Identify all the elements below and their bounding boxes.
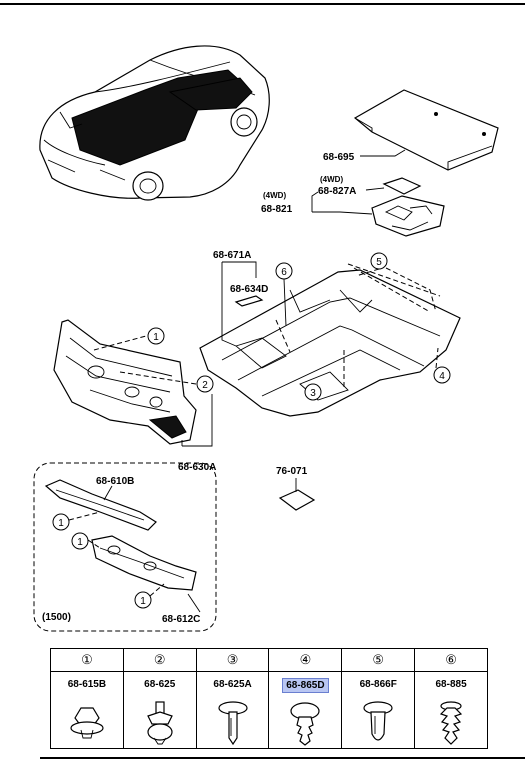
legend-num-3: ③ [195, 648, 270, 672]
callout-1-inset-a-text: 1 [58, 518, 64, 529]
label-68-630a: 68-630A [178, 462, 216, 473]
callout-1-dash-text: 1 [153, 332, 159, 343]
part-code-68-865d[interactable]: 68-865D [282, 678, 329, 693]
inset-1500-box [33, 462, 217, 632]
part-code-68-885[interactable]: 68-885 [435, 679, 467, 690]
christmas-tree-clip-icon [439, 701, 463, 745]
callout-1-inset-a [52, 513, 70, 531]
callout-4-text: 4 [439, 371, 445, 382]
bottom-rule [40, 757, 525, 759]
part-code-68-625a[interactable]: 68-625A [213, 679, 252, 690]
callout-3-text: 3 [310, 388, 316, 399]
label-68-821: 68-821 [261, 204, 293, 215]
mat-68-827a [365, 177, 422, 195]
legend-cell-6[interactable]: 68-885 [414, 671, 488, 749]
luggage-board-68-695 [353, 89, 499, 171]
legend-num-4: ④ [268, 648, 343, 672]
label-4wd-b: (4WD) [263, 191, 286, 200]
legend-cell-4[interactable]: 68-865D [268, 671, 343, 749]
part-code-68-625[interactable]: 68-625 [144, 679, 176, 690]
callout-1-inset-b [71, 532, 89, 550]
callout-4-floor [433, 366, 451, 384]
label-68-612c: 68-612C [162, 614, 200, 625]
fir-tree-clip-icon [290, 702, 320, 746]
callout-2-dash [196, 375, 214, 393]
mat-68-821 [311, 191, 445, 237]
pad-76-071 [278, 478, 316, 511]
inset-part-68-610b [44, 479, 157, 531]
callout-1-inset-c [134, 591, 152, 609]
round-head-clip-icon [363, 701, 393, 741]
fastener-legend-table: ① ② ③ ④ ⑤ ⑥ 68-615B 68-625 68-625A [50, 648, 488, 749]
label-1500: (1500) [42, 612, 71, 623]
callout-1-dash [147, 327, 165, 345]
top-rule [0, 3, 525, 5]
legend-cell-5[interactable]: 68-866F [341, 671, 416, 749]
callout-5-text: 5 [376, 257, 382, 268]
legend-cell-1[interactable]: 68-615B [50, 671, 124, 749]
mushroom-clip-icon [217, 701, 248, 746]
car-illustration [39, 45, 270, 201]
legend-cell-2[interactable]: 68-625 [122, 671, 197, 749]
label-76-071: 76-071 [276, 466, 308, 477]
legend-num-6: ⑥ [414, 648, 488, 672]
legend-num-1: ① [50, 648, 124, 672]
label-68-695: 68-695 [323, 152, 355, 163]
label-4wd-a: (4WD) [320, 175, 343, 184]
legend-cell-3[interactable]: 68-625A [195, 671, 270, 749]
label-68-634d: 68-634D [230, 284, 268, 295]
wing-clip-icon [146, 701, 173, 745]
pad-68-634d [234, 295, 264, 307]
label-68-827a: 68-827A [318, 186, 356, 197]
callout-2-text: 2 [202, 380, 208, 391]
inset-part-68-612c [91, 535, 201, 613]
part-code-68-615b[interactable]: 68-615B [67, 679, 107, 690]
legend-num-5: ⑤ [341, 648, 416, 672]
part-code-68-866f[interactable]: 68-866F [359, 679, 397, 690]
legend-num-2: ② [122, 648, 197, 672]
callout-3-floor [304, 383, 322, 401]
push-clip-hex-icon [70, 707, 104, 739]
label-68-671a: 68-671A [213, 250, 251, 261]
callout-6-text: 6 [281, 267, 287, 278]
label-68-610b: 68-610B [96, 476, 134, 487]
floor-insulator-68-671a [199, 263, 461, 417]
dash-insulator-68-630a [53, 319, 197, 445]
callout-1-inset-c-text: 1 [140, 596, 146, 607]
callout-1-inset-b-text: 1 [77, 537, 83, 548]
